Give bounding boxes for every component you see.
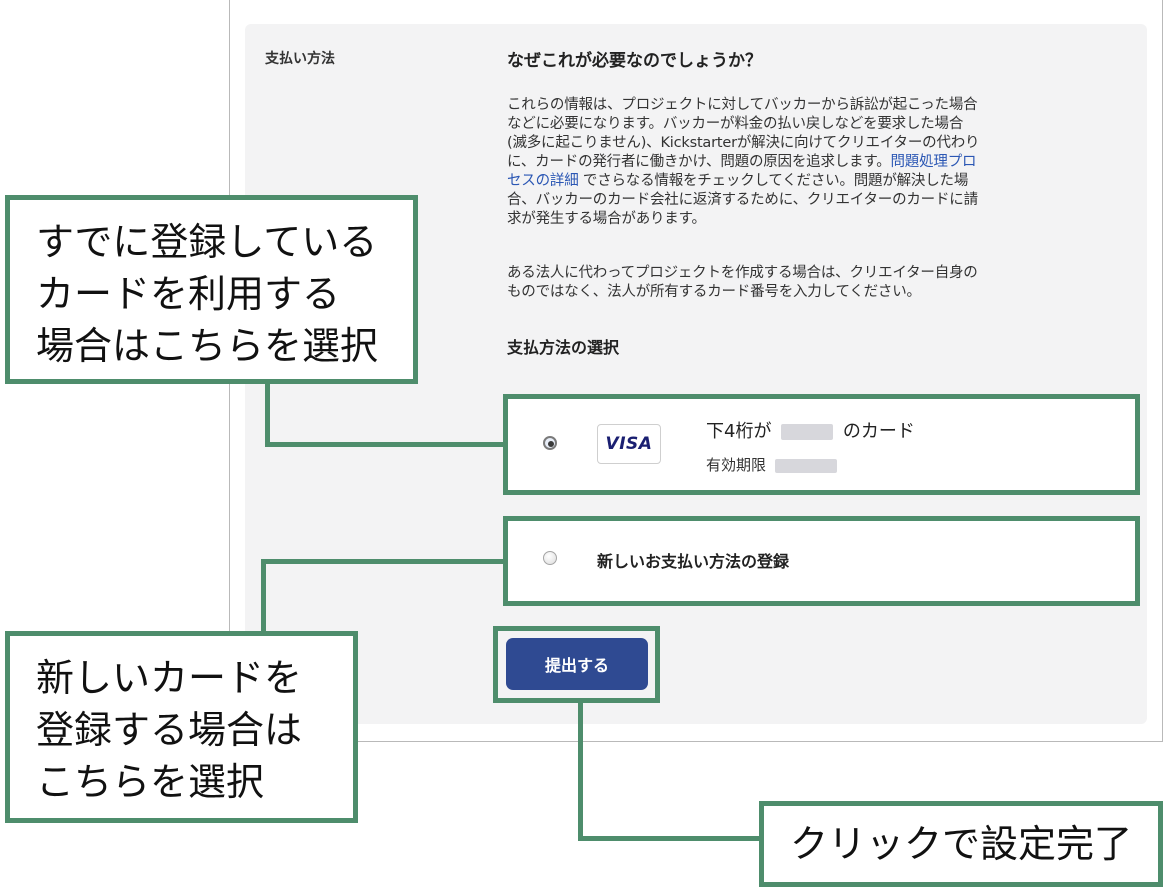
callout-line: 場合はこちらを選択 (36, 324, 379, 368)
last4-prefix: 下4桁が (706, 421, 772, 442)
para1-line: 求が発生する場合があります。 (507, 211, 706, 227)
para1-line: 合、バッカーのカード会社に返済するために、クリエイターのカードに請 (507, 192, 978, 208)
highlight-submit (493, 626, 660, 703)
new-method-label: 新しいお支払い方法の登録 (597, 552, 790, 571)
connector-line (265, 442, 505, 447)
visa-logo-icon: VISA (597, 424, 661, 464)
masked-last4 (781, 424, 834, 440)
callout-line: 登録する場合は (36, 708, 303, 752)
callout-line: 新しいカードを (36, 656, 303, 700)
why-paragraph-2: ある法人に代わってプロジェクトを作成する場合は、クリエイター自身の ものではなく… (507, 264, 1122, 302)
why-title: なぜこれが必要なのでしょうか？ (507, 51, 762, 71)
connector-line (578, 836, 762, 841)
callout-line: こちらを選択 (36, 760, 265, 804)
why-paragraph-1: これらの情報は、プロジェクトに対してバッカーから訴訟が起こった場合 などに必要に… (507, 96, 1122, 229)
connector-line (578, 700, 583, 840)
highlight-saved-card (503, 394, 1140, 495)
dispute-process-link[interactable]: 問題処理プロ (890, 154, 977, 170)
callout-existing-card: すでに登録している カードを利用する 場合はこちらを選択 (5, 195, 418, 384)
connector-line (261, 559, 505, 564)
expiry-label: 有効期限 (706, 456, 767, 474)
masked-expiry (774, 458, 837, 473)
para1-line: でさらなる情報をチェックしてください。問題が解決した場 (578, 173, 969, 189)
para1-line: (滅多に起こりません)、Kickstarterが解決に向けてクリエイターの代わり (507, 135, 980, 151)
new-method-radio[interactable] (543, 551, 557, 565)
new-method-option[interactable] (504, 518, 1138, 604)
submit-button[interactable]: 提出する (506, 638, 648, 690)
dispute-process-link-cont[interactable]: セスの詳細 (507, 173, 579, 189)
connector-line (261, 559, 266, 634)
para1-line: これらの情報は、プロジェクトに対してバッカーから訴訟が起こった場合 (507, 97, 978, 113)
highlight-new-method (503, 516, 1140, 606)
callout-line: クリックで設定完了 (790, 822, 1133, 866)
callout-submit: クリックで設定完了 (759, 801, 1163, 887)
payment-select-heading: 支払方法の選択 (507, 338, 620, 357)
callout-line: すでに登録している (36, 220, 378, 264)
callout-new-card: 新しいカードを 登録する場合は こちらを選択 (5, 631, 358, 823)
para1-line: に、カードの発行者に働きかけ、問題の原因を追求します。 (507, 154, 891, 170)
card-last4-line: 下4桁が のカード (706, 417, 915, 443)
callout-line: カードを利用する (36, 272, 341, 316)
para1-line: などに必要になります。バッカーが料金の払い戻しなどを要求した場合 (507, 116, 964, 132)
last4-suffix: のカード (842, 421, 915, 442)
para2-line: ある法人に代わってプロジェクトを作成する場合は、クリエイター自身の (507, 265, 978, 281)
saved-card-radio[interactable] (543, 436, 557, 450)
card-expiry-line: 有効期限 (706, 454, 837, 475)
connector-line (265, 380, 270, 447)
para2-line: ものではなく、法人が所有するカード番号を入力してください。 (507, 284, 921, 300)
section-label: 支払い方法 (265, 51, 335, 67)
